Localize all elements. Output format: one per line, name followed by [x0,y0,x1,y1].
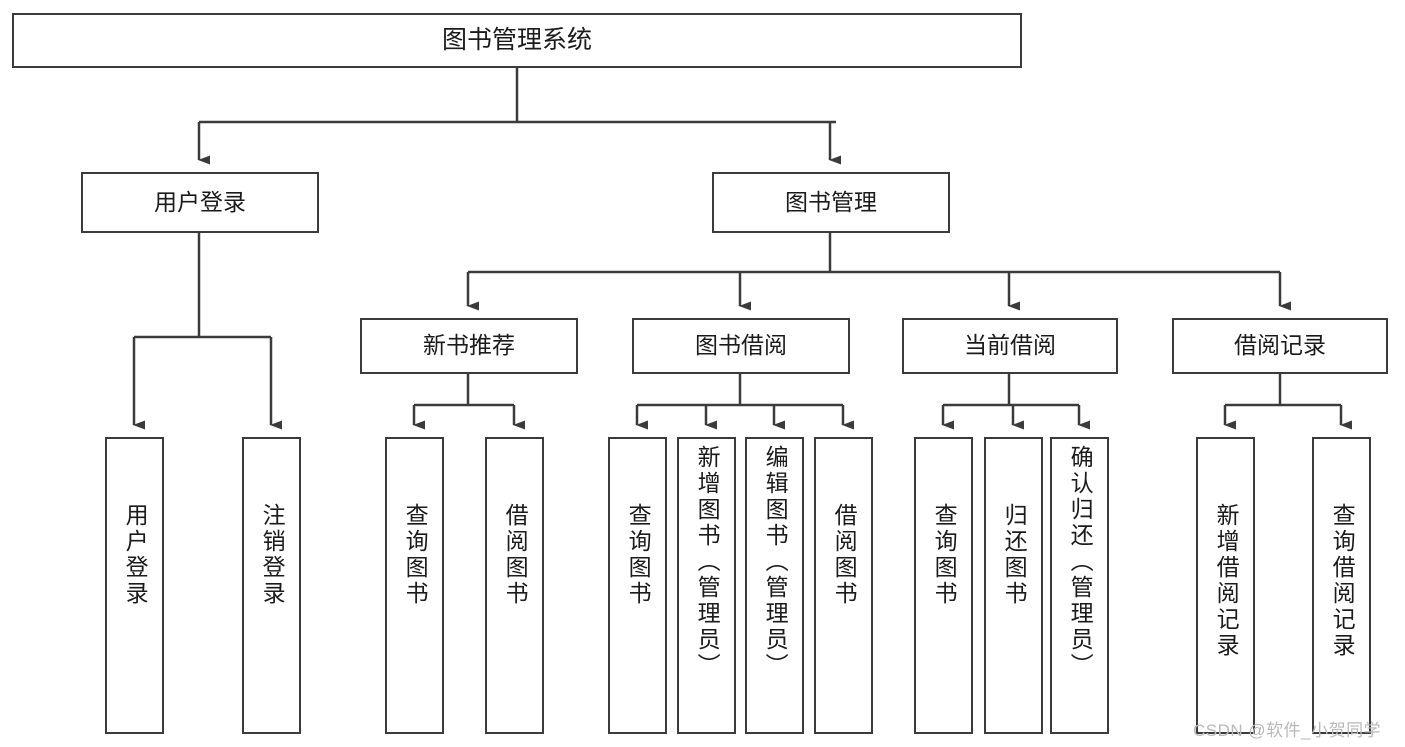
node-label: 确认归还（管理员） [1067,445,1094,679]
leaf-add-book-admin[interactable]: 新增图书（管理员） [677,437,736,734]
node-label: 图书管理 [785,188,877,215]
node-label: 查询图书 [625,503,652,607]
node-label: 新书推荐 [423,332,515,359]
node-label: 编辑图书（管理员） [762,445,789,679]
node-borrow-record[interactable]: 借阅记录 [1172,318,1388,374]
node-label: 注销登录 [259,503,286,607]
node-label: 新增借阅记录 [1213,503,1240,659]
leaf-return-book[interactable]: 归还图书 [984,437,1043,734]
leaf-borrow-book-recommend[interactable]: 借阅图书 [485,437,544,734]
leaf-add-borrow-record[interactable]: 新增借阅记录 [1196,437,1255,734]
leaf-query-borrow-record[interactable]: 查询借阅记录 [1312,437,1371,734]
node-label: 借阅记录 [1234,332,1326,359]
leaf-query-book-current[interactable]: 查询图书 [914,437,973,734]
node-user-login[interactable]: 用户登录 [81,172,319,233]
node-current-borrow[interactable]: 当前借阅 [902,318,1118,374]
node-new-book-recommend[interactable]: 新书推荐 [360,318,578,374]
node-book-management[interactable]: 图书管理 [712,172,950,233]
leaf-user-logout[interactable]: 注销登录 [242,437,301,734]
leaf-confirm-return-admin[interactable]: 确认归还（管理员） [1050,437,1109,734]
node-label: 归还图书 [1001,503,1028,607]
node-label: 用户登录 [154,188,246,215]
node-label: 查询图书 [402,503,429,607]
node-label: 借阅图书 [831,503,858,607]
leaf-user-login[interactable]: 用户登录 [105,437,164,734]
node-label: 查询图书 [931,503,958,607]
csdn-watermark: CSDN @软件_小贺同学 [1193,721,1382,740]
node-label: 图书管理系统 [441,25,592,54]
node-label: 图书借阅 [695,332,787,359]
node-root-system[interactable]: 图书管理系统 [12,13,1022,68]
node-label: 新增图书（管理员） [694,445,721,679]
leaf-edit-book-admin[interactable]: 编辑图书（管理员） [745,437,804,734]
node-label: 用户登录 [122,503,149,607]
node-label: 当前借阅 [964,332,1056,359]
leaf-query-book-borrow[interactable]: 查询图书 [608,437,667,734]
node-label: 查询借阅记录 [1329,503,1356,659]
leaf-query-book-recommend[interactable]: 查询图书 [385,437,444,734]
node-label: 借阅图书 [502,503,529,607]
leaf-borrow-book[interactable]: 借阅图书 [814,437,873,734]
node-book-borrow[interactable]: 图书借阅 [632,318,850,374]
